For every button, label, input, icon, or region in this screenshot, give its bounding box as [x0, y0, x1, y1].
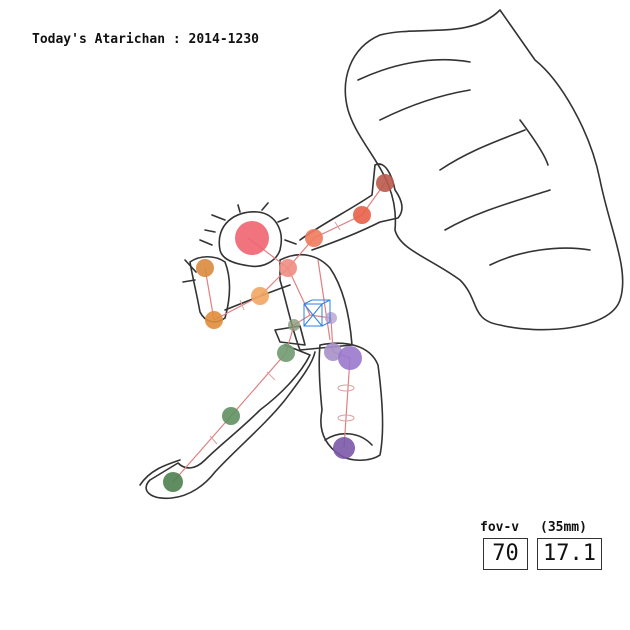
left-knee-joint [222, 407, 240, 425]
right-shoulder-joint [305, 229, 323, 247]
page-title: Today's Atarichan : 2014-1230 [32, 32, 259, 47]
fov-label: fov-v [480, 520, 520, 535]
neck-joint [279, 259, 297, 277]
hip-right-joint [325, 312, 337, 324]
hip-left-joint [288, 319, 300, 331]
lens-label: (35mm) [540, 520, 587, 535]
head-joint [235, 221, 269, 255]
left-hand-joint [196, 259, 214, 277]
right-knee-joint [338, 346, 362, 370]
right-hand-joint [376, 174, 394, 192]
left-shoulder-joint [251, 287, 269, 305]
focal-length-field[interactable]: 17.1 [537, 538, 602, 570]
left-foot-joint [163, 472, 183, 492]
right-thigh-joint [324, 343, 342, 361]
left-thigh-joint [277, 344, 295, 362]
fov-value-field[interactable]: 70 [483, 538, 528, 570]
left-elbow-joint [205, 311, 223, 329]
right-elbow-joint [353, 206, 371, 224]
camera-cube-icon [303, 299, 331, 327]
right-foot-joint [333, 437, 355, 459]
